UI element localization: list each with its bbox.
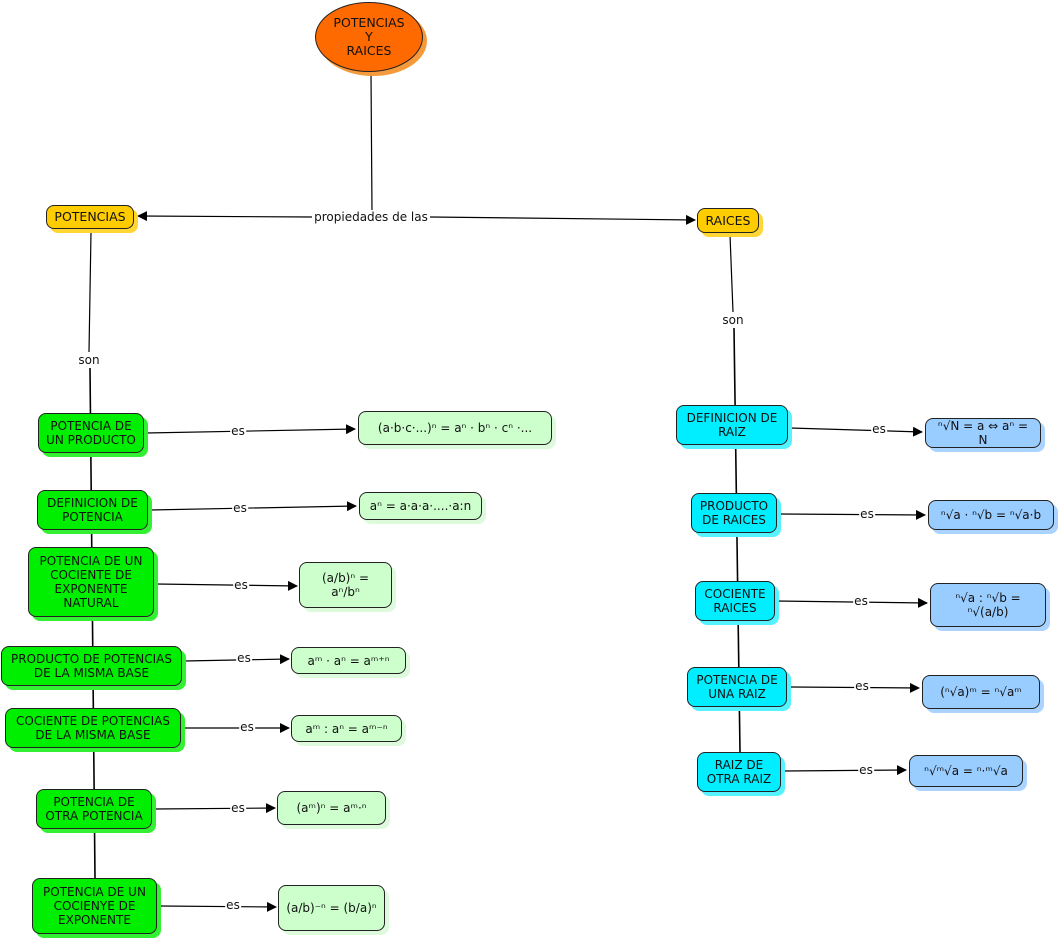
root-node[interactable]: POTENCIAS Y RAICES	[315, 2, 423, 72]
link-label-son-left: son	[77, 353, 101, 367]
formula-potencia-producto[interactable]: (a·b·c·...)ⁿ = aⁿ · bⁿ · cⁿ ·...	[358, 411, 552, 445]
connector-es	[145, 424, 356, 435]
connector-es	[789, 426, 923, 437]
connector-es	[155, 580, 298, 591]
link-label-propiedades: propiedades de las	[313, 210, 429, 224]
link-label-es: es	[233, 578, 249, 592]
formula-raiz-otra-raiz[interactable]: ⁿ√ᵐ√a = ⁿ·ᵐ√a	[909, 755, 1023, 787]
formula-definicion-raiz[interactable]: ⁿ√N = a ⇔ aⁿ = N	[925, 418, 1041, 448]
formula-potencia-otra-potencia[interactable]: (aᵐ)ⁿ = aᵐ·ⁿ	[277, 791, 386, 825]
link-label-es: es	[854, 679, 870, 693]
formula-potencia-raiz[interactable]: (ⁿ√a)ᵐ = ⁿ√aᵐ	[922, 675, 1040, 709]
formula-producto-potencias[interactable]: aᵐ · aⁿ = aᵐ⁺ⁿ	[291, 647, 406, 674]
connector-es	[783, 765, 907, 776]
concept-raiz-otra-raiz[interactable]: RAIZ DE OTRA RAIZ	[697, 752, 781, 792]
link-label-es: es	[236, 651, 252, 665]
connector-potencias-son	[88, 231, 92, 353]
connector-to-potencias	[137, 211, 313, 222]
concept-producto-potencias[interactable]: PRODUCTO DE POTENCIAS DE LA MISMA BASE	[1, 646, 182, 686]
connector-es	[149, 501, 357, 512]
connector-es	[159, 901, 277, 912]
connector-es	[775, 597, 928, 608]
concept-potencia-producto[interactable]: POTENCIA DE UN PRODUCTO	[38, 413, 144, 453]
formula-cociente-raices[interactable]: ⁿ√a : ⁿ√b = ⁿ√(a/b)	[930, 583, 1046, 627]
potencias-node[interactable]: POTENCIAS	[46, 205, 134, 229]
concept-cociente-raices[interactable]: COCIENTE RAICES	[695, 581, 775, 621]
link-label-es: es	[859, 507, 875, 521]
formula-potencia-cociente[interactable]: (a/b)ⁿ = aⁿ/bⁿ	[299, 562, 392, 608]
link-label-es: es	[871, 422, 887, 436]
link-label-es: es	[230, 801, 246, 815]
formula-definicion-potencia[interactable]: aⁿ = a·a·a·....·a:n	[359, 492, 482, 520]
connector-raices-son	[729, 234, 734, 313]
formula-producto-raices[interactable]: ⁿ√a · ⁿ√b = ⁿ√a·b	[928, 500, 1054, 530]
connector-to-raices	[429, 214, 696, 225]
concept-potencia-raiz[interactable]: POTENCIA DE UNA RAIZ	[687, 667, 787, 707]
link-label-es: es	[239, 720, 255, 734]
link-label-es: es	[853, 594, 869, 608]
concept-cociente-potencias[interactable]: COCIENTE DE POTENCIAS DE LA MISMA BASE	[5, 708, 181, 748]
link-label-es: es	[230, 424, 246, 438]
raices-node[interactable]: RAICES	[697, 208, 759, 233]
connector-es	[153, 803, 276, 814]
concept-producto-raices[interactable]: PRODUCTO DE RAICES	[691, 493, 777, 533]
concept-potencia-otra-potencia[interactable]: POTENCIA DE OTRA POTENCIA	[36, 789, 152, 829]
concept-definicion-potencia[interactable]: DEFINICION DE POTENCIA	[37, 490, 148, 530]
concept-potencia-cociente[interactable]: POTENCIA DE UN COCIENTE DE EXPONENTE NAT…	[28, 547, 154, 617]
link-label-es: es	[232, 501, 248, 515]
concept-definicion-raiz[interactable]: DEFINICION DE RAIZ	[676, 405, 788, 445]
connector-es	[779, 509, 926, 520]
connector-root	[370, 73, 373, 213]
formula-potencia-cocienye[interactable]: (a/b)⁻ⁿ = (b/a)ⁿ	[278, 885, 385, 931]
link-label-es: es	[225, 898, 241, 912]
link-label-es: es	[858, 763, 874, 777]
link-label-son-right: son	[721, 313, 745, 327]
concept-potencia-cocienye[interactable]: POTENCIA DE UN COCIENYE DE EXPONENTE	[32, 878, 157, 934]
formula-cociente-potencias[interactable]: aᵐ : aⁿ = aᵐ⁻ⁿ	[291, 715, 402, 742]
